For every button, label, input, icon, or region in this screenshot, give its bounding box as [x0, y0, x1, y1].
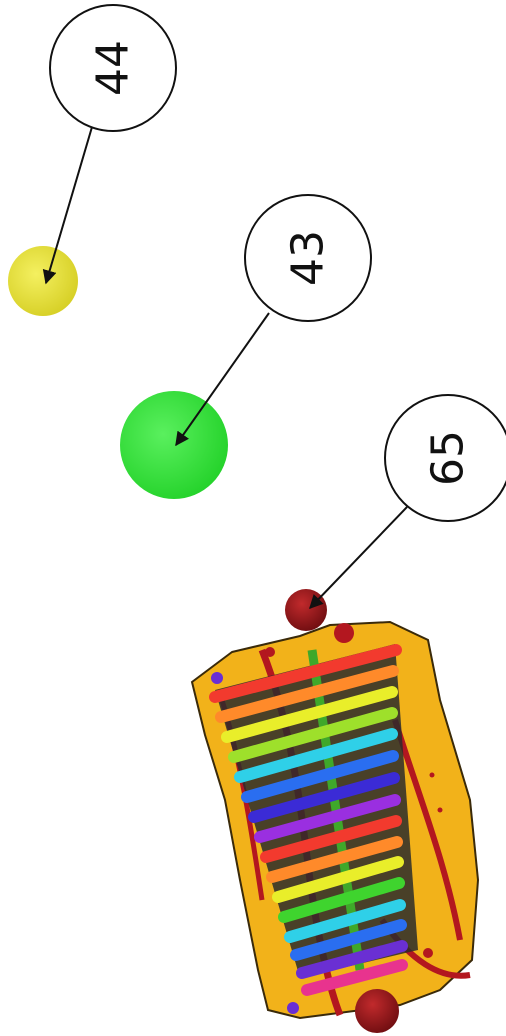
- bar: [241, 750, 399, 803]
- callout-label: 44: [88, 40, 139, 96]
- callout-label: 43: [283, 230, 334, 286]
- xylophone-bars: [209, 644, 408, 996]
- bar: [301, 959, 408, 996]
- bar: [215, 665, 399, 723]
- bar: [228, 707, 398, 763]
- callout-43: 43: [175, 194, 372, 447]
- callout-65: 65: [309, 394, 506, 610]
- bar: [234, 728, 398, 783]
- callout-44: 44: [42, 4, 177, 285]
- peg: [287, 1002, 299, 1014]
- bar: [290, 919, 407, 961]
- bar: [248, 772, 400, 823]
- callout-label: 65: [423, 430, 474, 486]
- bar: [266, 836, 403, 883]
- bar: [296, 940, 408, 979]
- bar: [221, 686, 398, 743]
- yellow-ball: [8, 246, 78, 316]
- peg: [211, 672, 223, 684]
- bar: [284, 899, 406, 943]
- bar: [272, 856, 404, 903]
- xylophone-assembly: [190, 589, 480, 1033]
- red-end-knob: [355, 989, 399, 1033]
- bar: [278, 877, 405, 923]
- green-ball: [120, 391, 228, 499]
- bar: [260, 815, 402, 863]
- bar: [254, 794, 401, 843]
- bar: [209, 644, 402, 703]
- red-end-knob: [285, 589, 327, 631]
